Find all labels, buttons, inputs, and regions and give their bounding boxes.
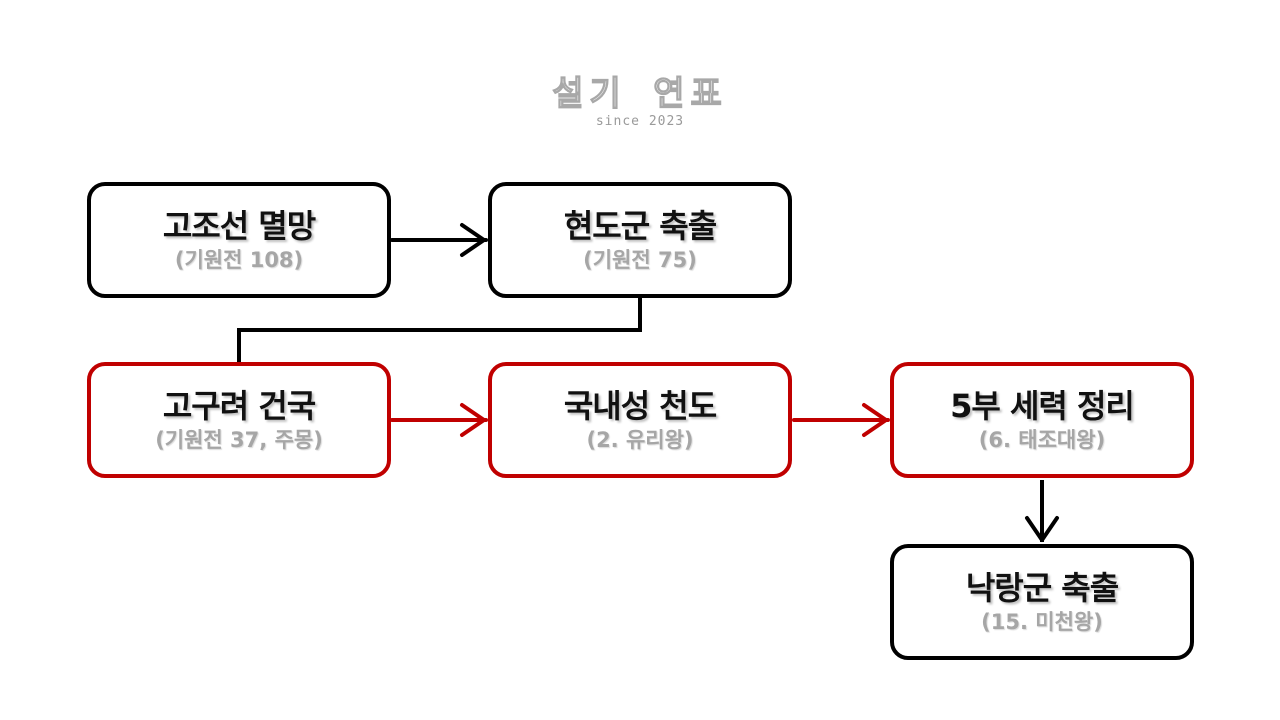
node-obu: 5부 세력 정리 (6. 태조대왕): [890, 362, 1194, 478]
arrowhead-icon: [460, 403, 486, 437]
edge-gungnae-obu: [792, 403, 890, 437]
node-nangnang: 낙랑군 축출 (15. 미천왕): [890, 544, 1194, 660]
arrowhead-icon: [1025, 516, 1059, 542]
node-subtitle: (15. 미천왕): [981, 610, 1103, 634]
node-goguryeo: 고구려 건국 (기원전 37, 주몽): [87, 362, 391, 478]
node-title: 고구려 건국: [162, 387, 316, 425]
brand-title: 설기 연표: [552, 73, 728, 114]
arrowhead-icon: [862, 403, 888, 437]
node-subtitle: (2. 유리왕): [586, 428, 694, 452]
arrowhead-icon: [460, 223, 486, 257]
edge-hyeondo-goguryeo: [237, 298, 642, 362]
brand-logo: 설기 연표 since 2023: [540, 73, 740, 130]
node-subtitle: (기원전 75): [583, 248, 697, 272]
edge-line: [237, 298, 642, 362]
node-hyeondo: 현도군 축출 (기원전 75): [488, 182, 792, 298]
node-subtitle: (기원전 108): [174, 248, 304, 272]
brand-subtitle: since 2023: [595, 114, 685, 129]
node-title: 5부 세력 정리: [950, 387, 1135, 425]
edge-gojoseon-hyeondo: [390, 223, 488, 257]
node-title: 국내성 천도: [563, 387, 717, 425]
node-gungnae: 국내성 천도 (2. 유리왕): [488, 362, 792, 478]
node-title: 낙랑군 축출: [965, 569, 1119, 607]
node-title: 현도군 축출: [563, 207, 717, 245]
node-gojoseon: 고조선 멸망 (기원전 108): [87, 182, 391, 298]
edge-goguryeo-gungnae: [390, 403, 488, 437]
node-title: 고조선 멸망: [162, 207, 316, 245]
node-subtitle: (기원전 37, 주몽): [155, 428, 323, 452]
node-subtitle: (6. 태조대왕): [978, 428, 1106, 452]
edge-obu-nangnang: [1025, 480, 1059, 542]
